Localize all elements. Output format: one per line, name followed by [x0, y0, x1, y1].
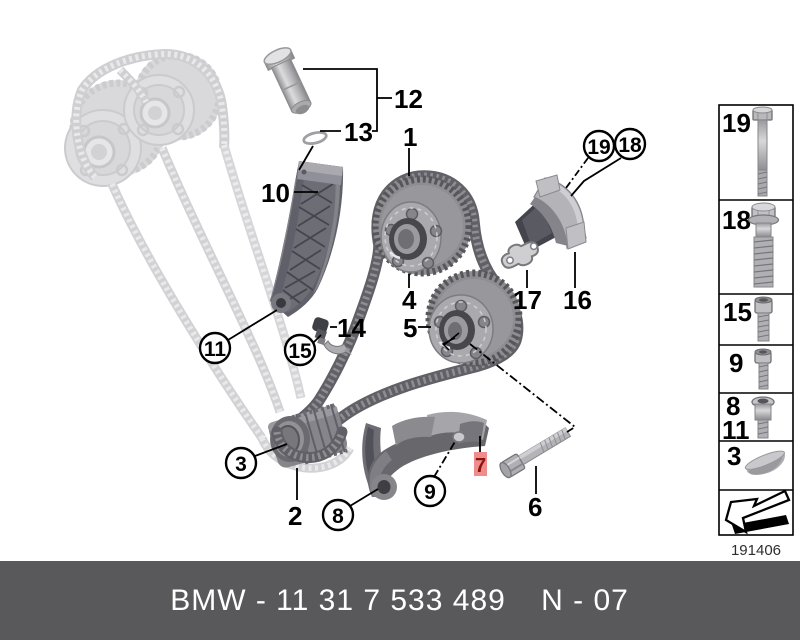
svg-text:14: 14	[337, 313, 366, 343]
svg-text:12: 12	[394, 84, 423, 114]
svg-text:19: 19	[722, 108, 751, 138]
svg-text:3: 3	[727, 441, 741, 471]
svg-text:3: 3	[235, 453, 247, 476]
svg-text:11: 11	[204, 338, 227, 361]
svg-text:10: 10	[261, 178, 290, 208]
svg-text:7: 7	[475, 455, 486, 477]
svg-text:8: 8	[726, 391, 740, 421]
svg-text:4: 4	[402, 285, 417, 315]
svg-text:191406: 191406	[731, 542, 781, 559]
svg-text:6: 6	[528, 492, 542, 522]
svg-text:15: 15	[723, 297, 752, 327]
svg-text:15: 15	[288, 340, 312, 363]
svg-text:16: 16	[563, 285, 592, 315]
svg-text:9: 9	[424, 481, 436, 504]
svg-text:1: 1	[403, 122, 417, 152]
svg-text:5: 5	[403, 313, 417, 343]
svg-text:N - 07: N - 07	[541, 584, 629, 617]
svg-text:BMW - 11 31 7 533 489: BMW - 11 31 7 533 489	[170, 584, 506, 617]
svg-text:11: 11	[722, 415, 750, 445]
svg-text:19: 19	[587, 136, 610, 159]
svg-text:13: 13	[344, 117, 373, 147]
svg-text:18: 18	[722, 205, 751, 235]
svg-text:8: 8	[332, 505, 344, 528]
svg-text:2: 2	[288, 501, 302, 531]
svg-text:17: 17	[513, 285, 542, 315]
svg-text:18: 18	[618, 134, 642, 157]
svg-text:9: 9	[729, 348, 743, 378]
